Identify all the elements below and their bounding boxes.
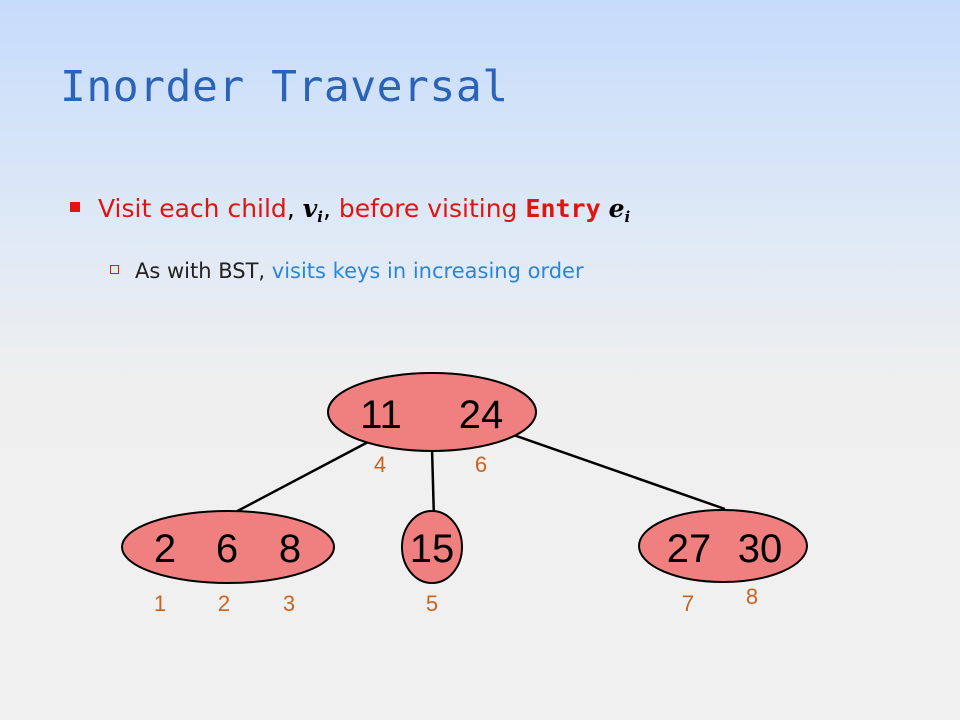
child-variable: vi: [302, 194, 323, 226]
node-left: [121, 510, 335, 584]
bullet1-comma2: ,: [322, 194, 331, 223]
order-label-8: 8: [746, 584, 758, 609]
left-key-3: 8: [279, 527, 301, 571]
bullet1-text2: before visiting: [330, 194, 526, 223]
order-label-3: 3: [283, 591, 295, 616]
bullet2-highlight: visits keys in increasing order: [271, 259, 584, 283]
order-label-1: 1: [154, 591, 166, 616]
hollow-square-bullet-icon: [110, 265, 119, 274]
root-key-1: 11: [360, 393, 402, 437]
bullet-bst-note: As with BST, visits keys in increasing o…: [110, 259, 584, 283]
bullet-visit-children: Visit each child, vi, before visiting En…: [70, 194, 630, 226]
square-bullet-icon: [70, 202, 80, 212]
node-middle: [401, 510, 463, 584]
middle-key-1: 15: [410, 527, 455, 571]
bullet1-comma: ,: [286, 194, 295, 223]
node-root: [327, 372, 537, 452]
left-key-2: 6: [216, 527, 238, 571]
entry-code: Entry: [525, 194, 601, 223]
left-key-1: 2: [154, 527, 176, 571]
right-key-1: 27: [667, 527, 712, 571]
node-right: [638, 509, 808, 583]
bullet1-text: Visit each child: [98, 194, 287, 223]
order-label-5: 5: [426, 591, 438, 616]
edge-root-left: [227, 439, 371, 518]
edge-root-middle: [430, 447, 436, 521]
page-title: Inorder Traversal: [60, 62, 509, 112]
bullet2-text: As with BST,: [135, 259, 272, 283]
order-label-4: 4: [374, 452, 386, 477]
root-key-2: 24: [459, 393, 504, 437]
right-key-2: 30: [738, 527, 783, 571]
entry-variable: ei: [608, 194, 631, 226]
order-label-7: 7: [682, 591, 694, 616]
order-label-6: 6: [475, 452, 487, 477]
order-label-2: 2: [218, 591, 230, 616]
edge-root-right: [504, 430, 726, 511]
